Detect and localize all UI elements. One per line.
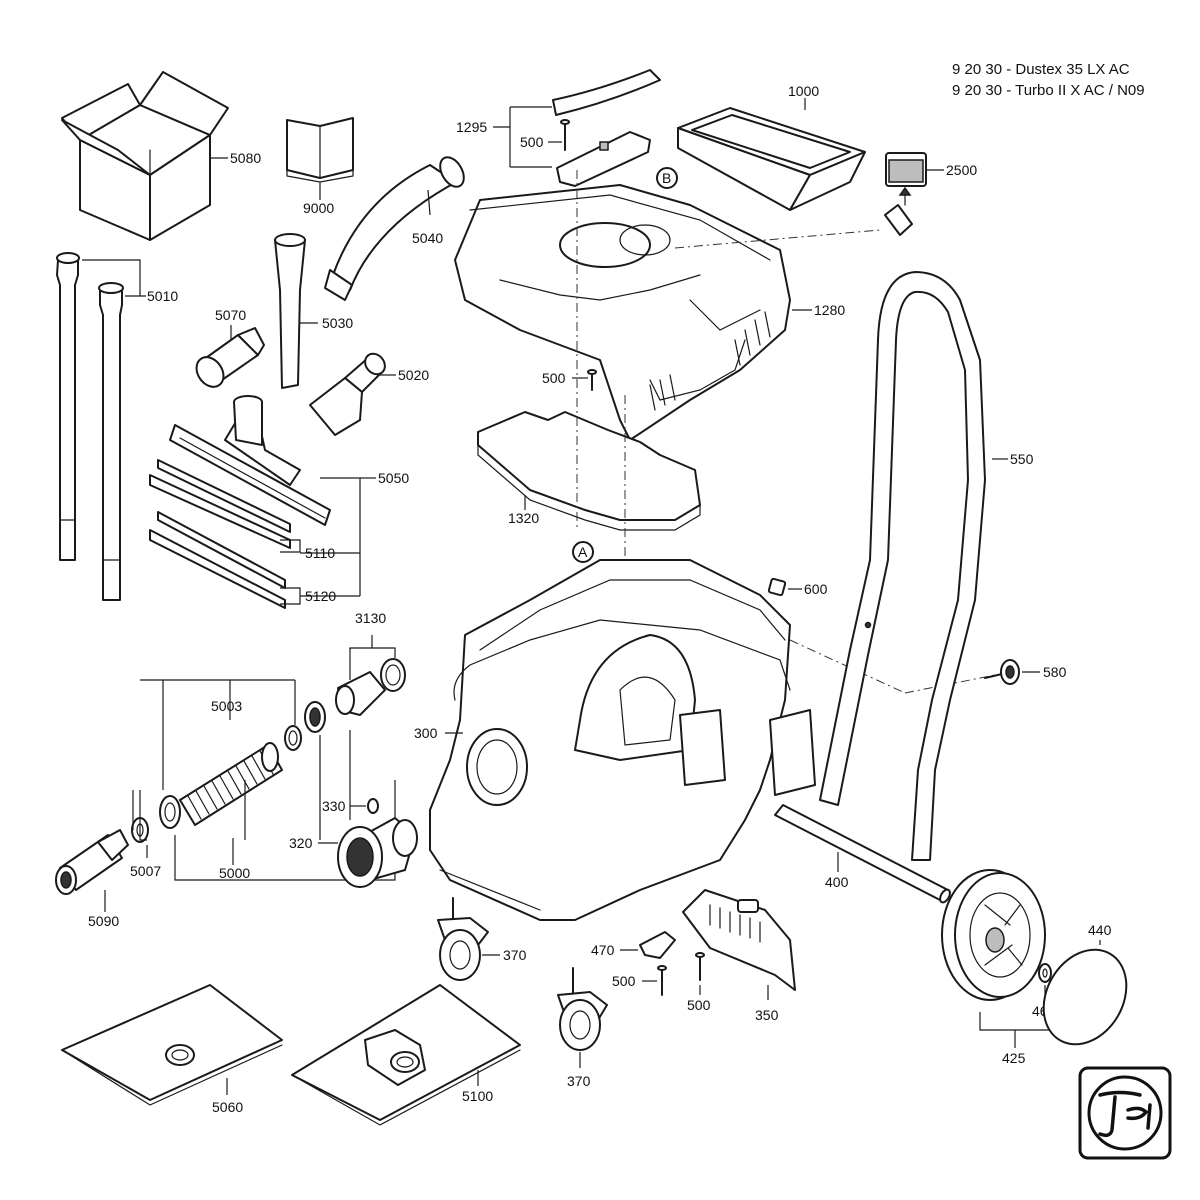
callout-a: A — [578, 544, 588, 560]
part-300-container — [429, 559, 816, 921]
part-5110-strips — [149, 459, 291, 549]
label-330: 330 — [322, 798, 346, 814]
label-5020: 5020 — [398, 367, 429, 383]
label-2500: 2500 — [946, 162, 977, 178]
part-400-axle — [774, 804, 951, 904]
label-425: 425 — [1002, 1050, 1026, 1066]
label-1295: 1295 — [456, 119, 487, 135]
part-600-clip — [767, 577, 787, 597]
part-2500-label-plate — [884, 152, 927, 236]
model-title-line-2: 9 20 30 - Turbo II X AC / N09 — [952, 82, 1145, 99]
part-5120-strips — [149, 511, 286, 609]
label-320: 320 — [289, 835, 313, 851]
label-600: 600 — [804, 581, 828, 597]
label-5050: 5050 — [378, 470, 409, 486]
part-440-hub-cap — [1042, 948, 1128, 1046]
part-5030-crevice-tool — [274, 233, 306, 389]
part-370-castor-a — [437, 897, 489, 981]
label-500-top: 500 — [520, 134, 544, 150]
label-5090: 5090 — [88, 913, 119, 929]
label-5110: 5110 — [305, 545, 335, 561]
part-1320-baffle-plate — [477, 411, 701, 531]
part-5090-hose-end — [55, 829, 129, 895]
label-1000: 1000 — [788, 83, 819, 99]
fein-logo — [1078, 1066, 1172, 1160]
callout-b: B — [662, 170, 671, 186]
label-580: 580 — [1043, 664, 1067, 680]
part-350-hose-holder — [682, 889, 796, 991]
part-470-latch — [639, 931, 676, 959]
label-9000: 9000 — [303, 200, 334, 216]
part-5040-hose-handle — [324, 156, 465, 301]
part-1295-top-handle — [552, 69, 661, 187]
part-500-screw-mid — [587, 369, 597, 391]
callout-b-circle — [656, 167, 678, 189]
label-370-b: 370 — [567, 1073, 591, 1089]
label-470: 470 — [591, 942, 615, 958]
part-5100-filter-bag — [291, 984, 521, 1126]
label-5007: 5007 — [130, 863, 161, 879]
label-500-c: 500 — [687, 997, 711, 1013]
part-500-screw-top — [560, 119, 570, 151]
label-5000: 5000 — [219, 865, 250, 881]
part-500-screw-b — [657, 965, 667, 996]
label-5120: 5120 — [305, 588, 336, 604]
label-1320: 1320 — [508, 510, 539, 526]
part-1000-filter-cartridge — [677, 107, 866, 211]
part-1280-motor-housing — [454, 184, 791, 441]
label-5100: 5100 — [462, 1088, 493, 1104]
label-1280: 1280 — [814, 302, 845, 318]
part-5010-extension-tubes — [56, 252, 124, 601]
label-440: 440 — [1088, 922, 1112, 938]
model-title-line-1: 9 20 30 - Dustex 35 LX AC — [952, 61, 1130, 78]
part-580-knob — [984, 659, 1020, 685]
label-500-mid: 500 — [542, 370, 566, 386]
part-5050-floor-nozzle — [169, 395, 331, 526]
label-350: 350 — [755, 1007, 779, 1023]
callout-a-circle — [572, 541, 594, 563]
label-5060: 5060 — [212, 1099, 243, 1115]
part-370-castor-b — [557, 967, 608, 1051]
part-320-inlet-socket — [337, 817, 418, 888]
label-5070: 5070 — [215, 307, 246, 323]
label-370-a: 370 — [503, 947, 527, 963]
label-5030: 5030 — [322, 315, 353, 331]
part-550-push-handle-frame — [819, 271, 986, 861]
label-300: 300 — [414, 725, 438, 741]
part-425-wheel — [941, 869, 1046, 1001]
part-9000-manual — [286, 117, 354, 183]
label-5003: 5003 — [211, 698, 242, 714]
label-3130: 3130 — [355, 610, 386, 626]
label-500-b: 500 — [612, 973, 636, 989]
part-5070-adapter — [195, 327, 265, 388]
part-460-circlip — [1038, 963, 1052, 983]
part-5060-filter-bag — [61, 984, 283, 1106]
label-400: 400 — [825, 874, 849, 890]
label-5010: 5010 — [147, 288, 178, 304]
part-5000-suction-hose — [131, 742, 283, 843]
part-5080-cardboard-box — [61, 71, 229, 241]
part-500-screw-c — [695, 952, 705, 981]
label-5040: 5040 — [412, 230, 443, 246]
part-330-retainer — [367, 798, 379, 814]
part-3130-coupling — [335, 658, 406, 716]
part-5020-upholstery-nozzle — [309, 352, 386, 436]
part-5003-hose-cuff — [284, 701, 326, 751]
label-5080: 5080 — [230, 150, 261, 166]
label-550: 550 — [1010, 451, 1034, 467]
